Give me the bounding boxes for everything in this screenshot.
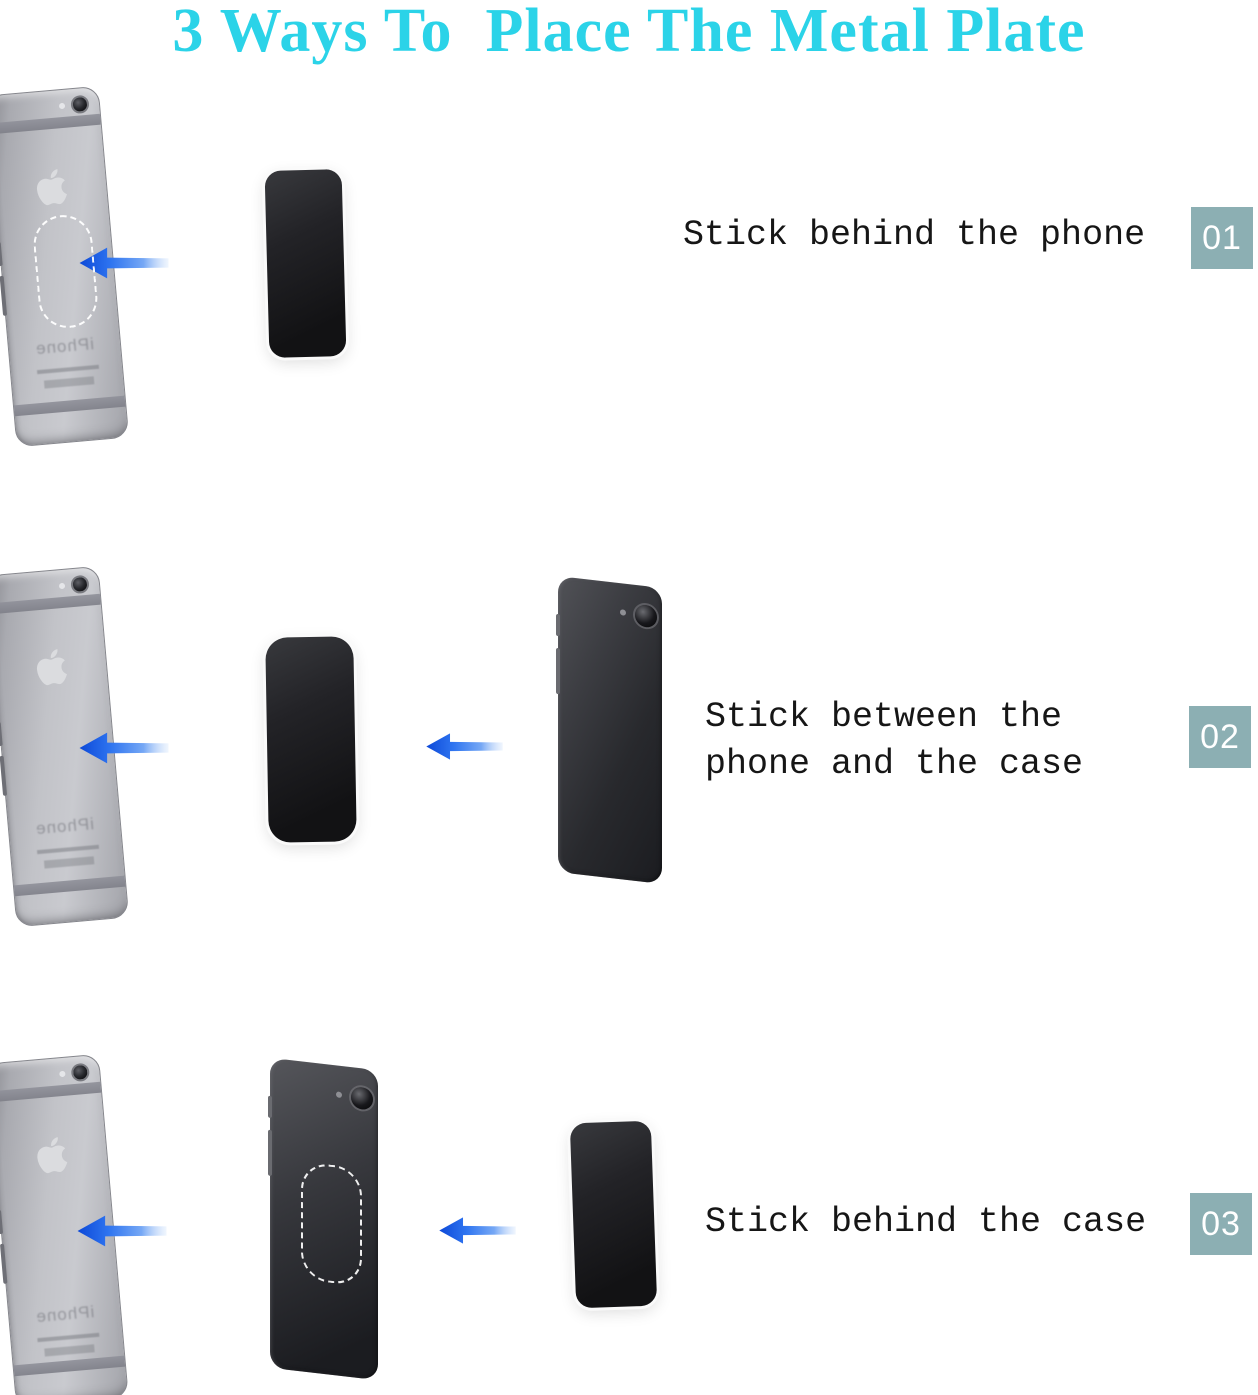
volume-button (268, 1095, 272, 1119)
antenna-band-bottom (13, 1355, 126, 1377)
volume-button (0, 1209, 4, 1235)
volume-button (0, 275, 8, 316)
regulatory-marks-blur (43, 376, 95, 389)
phone-brand-text: iPhone (34, 1302, 96, 1327)
regulatory-marks-blur (44, 1344, 95, 1357)
phone-brand-text: iPhone (34, 334, 95, 359)
phone-flash-icon (620, 609, 626, 616)
phone-brand-text: iPhone (34, 814, 95, 839)
step-1-number-badge: 01 (1191, 207, 1253, 269)
regulatory-text-blur (36, 364, 100, 375)
step-3-section: iPhone Stick behind the case 03 (0, 1050, 1258, 1395)
placement-dashed-outline (301, 1161, 362, 1287)
phone-camera-icon (70, 574, 90, 595)
phone-flash-icon (59, 1070, 66, 1078)
antenna-band-top (0, 593, 101, 615)
volume-button (556, 647, 560, 695)
phone-camera-icon (635, 603, 657, 629)
placement-dashed-outline (31, 212, 100, 331)
phone-case-illustration (268, 1057, 378, 1381)
phone-camera-icon (70, 1062, 91, 1083)
antenna-band-bottom (13, 395, 126, 417)
case-camera-hole-icon (351, 1086, 373, 1111)
step-3-label: Stick behind the case (705, 1202, 1147, 1242)
antenna-band-top (0, 1081, 102, 1103)
arrow-left-icon (77, 1215, 167, 1247)
step-3-number-badge: 03 (1190, 1193, 1252, 1255)
step-2-number-badge: 02 (1189, 706, 1251, 768)
volume-button (556, 613, 560, 637)
antenna-band-bottom (13, 875, 126, 897)
regulatory-marks-blur (43, 856, 95, 869)
apple-logo-icon (35, 168, 68, 206)
metal-plate-illustration (265, 636, 357, 843)
arrow-left-icon (79, 732, 169, 764)
apple-logo-icon (35, 1136, 69, 1174)
arrow-left-icon (439, 1217, 516, 1244)
dark-phone-illustration (556, 576, 662, 884)
volume-button (268, 1129, 272, 1177)
phone-camera-icon (70, 94, 90, 115)
step-1-label: Stick behind the phone (683, 215, 1146, 255)
apple-logo-icon (35, 648, 68, 686)
regulatory-text-blur (36, 844, 100, 855)
volume-button (0, 721, 3, 747)
phone-flash-icon (336, 1091, 342, 1099)
phone-flash-icon (58, 582, 66, 590)
regulatory-text-blur (37, 1332, 100, 1343)
step-2-label-line2: phone and the case (705, 744, 1084, 784)
phone-flash-icon (58, 102, 66, 110)
antenna-band-top (0, 113, 101, 135)
volume-button (0, 1243, 8, 1284)
step-2-section: iPhone Stick between the phone and the ca… (0, 560, 1258, 960)
volume-button (0, 755, 8, 796)
step-1-section: iPhone Stick behind the phone 01 (0, 85, 1258, 485)
arrow-left-icon (426, 733, 503, 760)
volume-button (0, 241, 3, 267)
metal-plate-illustration (264, 169, 347, 358)
page-title: 3 Ways To Place The Metal Plate (172, 0, 1086, 65)
step-2-label-line1: Stick between the (705, 697, 1063, 737)
metal-plate-illustration (569, 1120, 658, 1309)
step-2-label: Stick between the phone and the case (705, 694, 1083, 788)
